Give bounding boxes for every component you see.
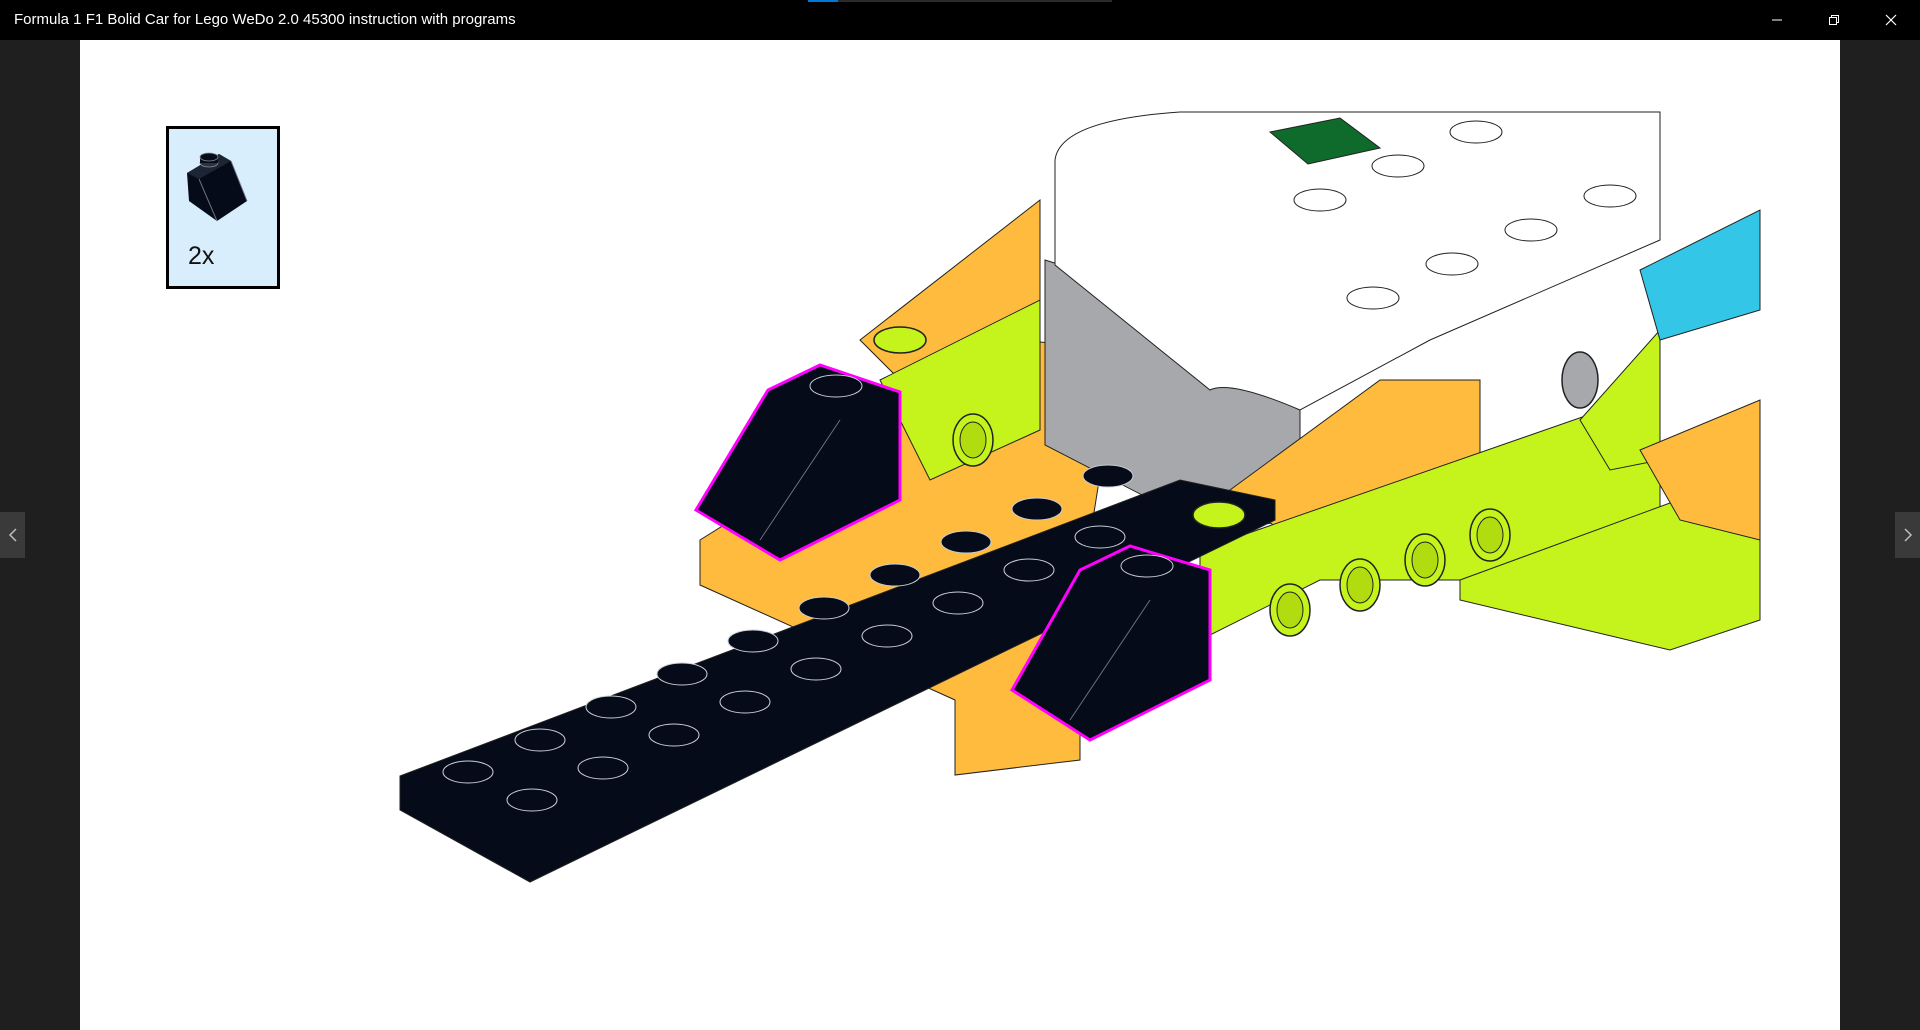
restore-icon	[1828, 15, 1839, 25]
parts-list-callout: 2x	[166, 126, 280, 289]
orange-slope-right	[1639, 399, 1761, 541]
round-plate-rear	[873, 326, 927, 354]
lego-assembly-step-illustration	[399, 111, 1761, 883]
black-plate-studs	[442, 464, 1134, 812]
close-button[interactable]	[1862, 0, 1919, 40]
lime-technic-beam-rear	[879, 299, 1041, 481]
black-slope-brick-1	[693, 363, 902, 562]
close-icon	[1885, 14, 1896, 26]
restore-button[interactable]	[1805, 0, 1862, 40]
previous-page-button[interactable]	[0, 512, 25, 558]
slope-brick-part-image	[187, 152, 248, 222]
black-slope-brick-2	[1009, 544, 1212, 742]
minimize-icon	[1771, 19, 1782, 21]
round-plate-front	[1192, 501, 1246, 529]
instruction-page: 2x	[80, 40, 1840, 1030]
azure-tile	[1639, 209, 1761, 341]
white-studs	[1293, 120, 1637, 310]
chevron-right-icon	[1903, 528, 1912, 542]
green-tile	[1268, 117, 1382, 165]
next-page-button[interactable]	[1895, 512, 1920, 558]
loading-progress-bar	[808, 0, 1112, 2]
window-title: Formula 1 F1 Bolid Car for Lego WeDo 2.0…	[14, 11, 516, 28]
beam-holes	[952, 351, 1599, 637]
chevron-left-icon	[8, 528, 17, 542]
part-quantity: 2x	[188, 242, 215, 270]
loading-progress-fill	[808, 0, 839, 2]
minimize-button[interactable]	[1748, 0, 1805, 40]
title-bar: Formula 1 F1 Bolid Car for Lego WeDo 2.0…	[0, 0, 1920, 40]
black-long-plate	[399, 479, 1276, 883]
white-hub-top	[1054, 111, 1661, 411]
